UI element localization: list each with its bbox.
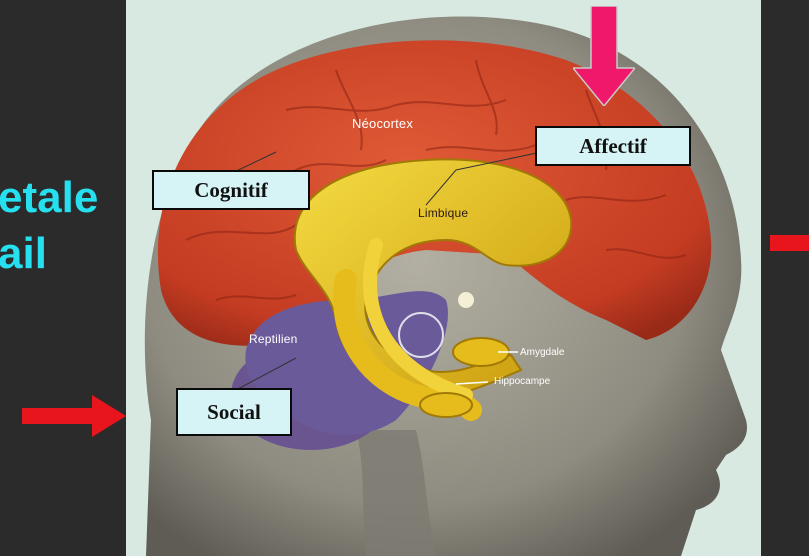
neocortex-label: Néocortex bbox=[352, 116, 413, 131]
amygdale-label: Amygdale bbox=[520, 347, 564, 358]
slide-title-line-1: etale bbox=[0, 176, 98, 220]
affectif-text: Affectif bbox=[537, 128, 689, 164]
pituitary-dot bbox=[458, 292, 474, 308]
hippocampus-tail bbox=[420, 393, 472, 417]
social-callout: Social bbox=[176, 388, 292, 436]
arrow-right-left-icon bbox=[22, 395, 126, 437]
limbique-label: Limbique bbox=[418, 206, 468, 220]
brain-illustration bbox=[126, 0, 761, 556]
arrow-down-icon bbox=[573, 6, 635, 106]
reptilien-label: Reptilien bbox=[249, 332, 298, 346]
hippocampe-label: Hippocampe bbox=[494, 376, 550, 387]
affectif-callout: Affectif bbox=[535, 126, 691, 166]
cognitif-text: Cognitif bbox=[154, 172, 308, 208]
brain-diagram bbox=[126, 0, 761, 556]
cognitif-callout: Cognitif bbox=[152, 170, 310, 210]
slide-title-line-2: ail bbox=[0, 232, 47, 276]
arrow-right-right-icon bbox=[770, 222, 809, 264]
social-text: Social bbox=[178, 390, 290, 434]
